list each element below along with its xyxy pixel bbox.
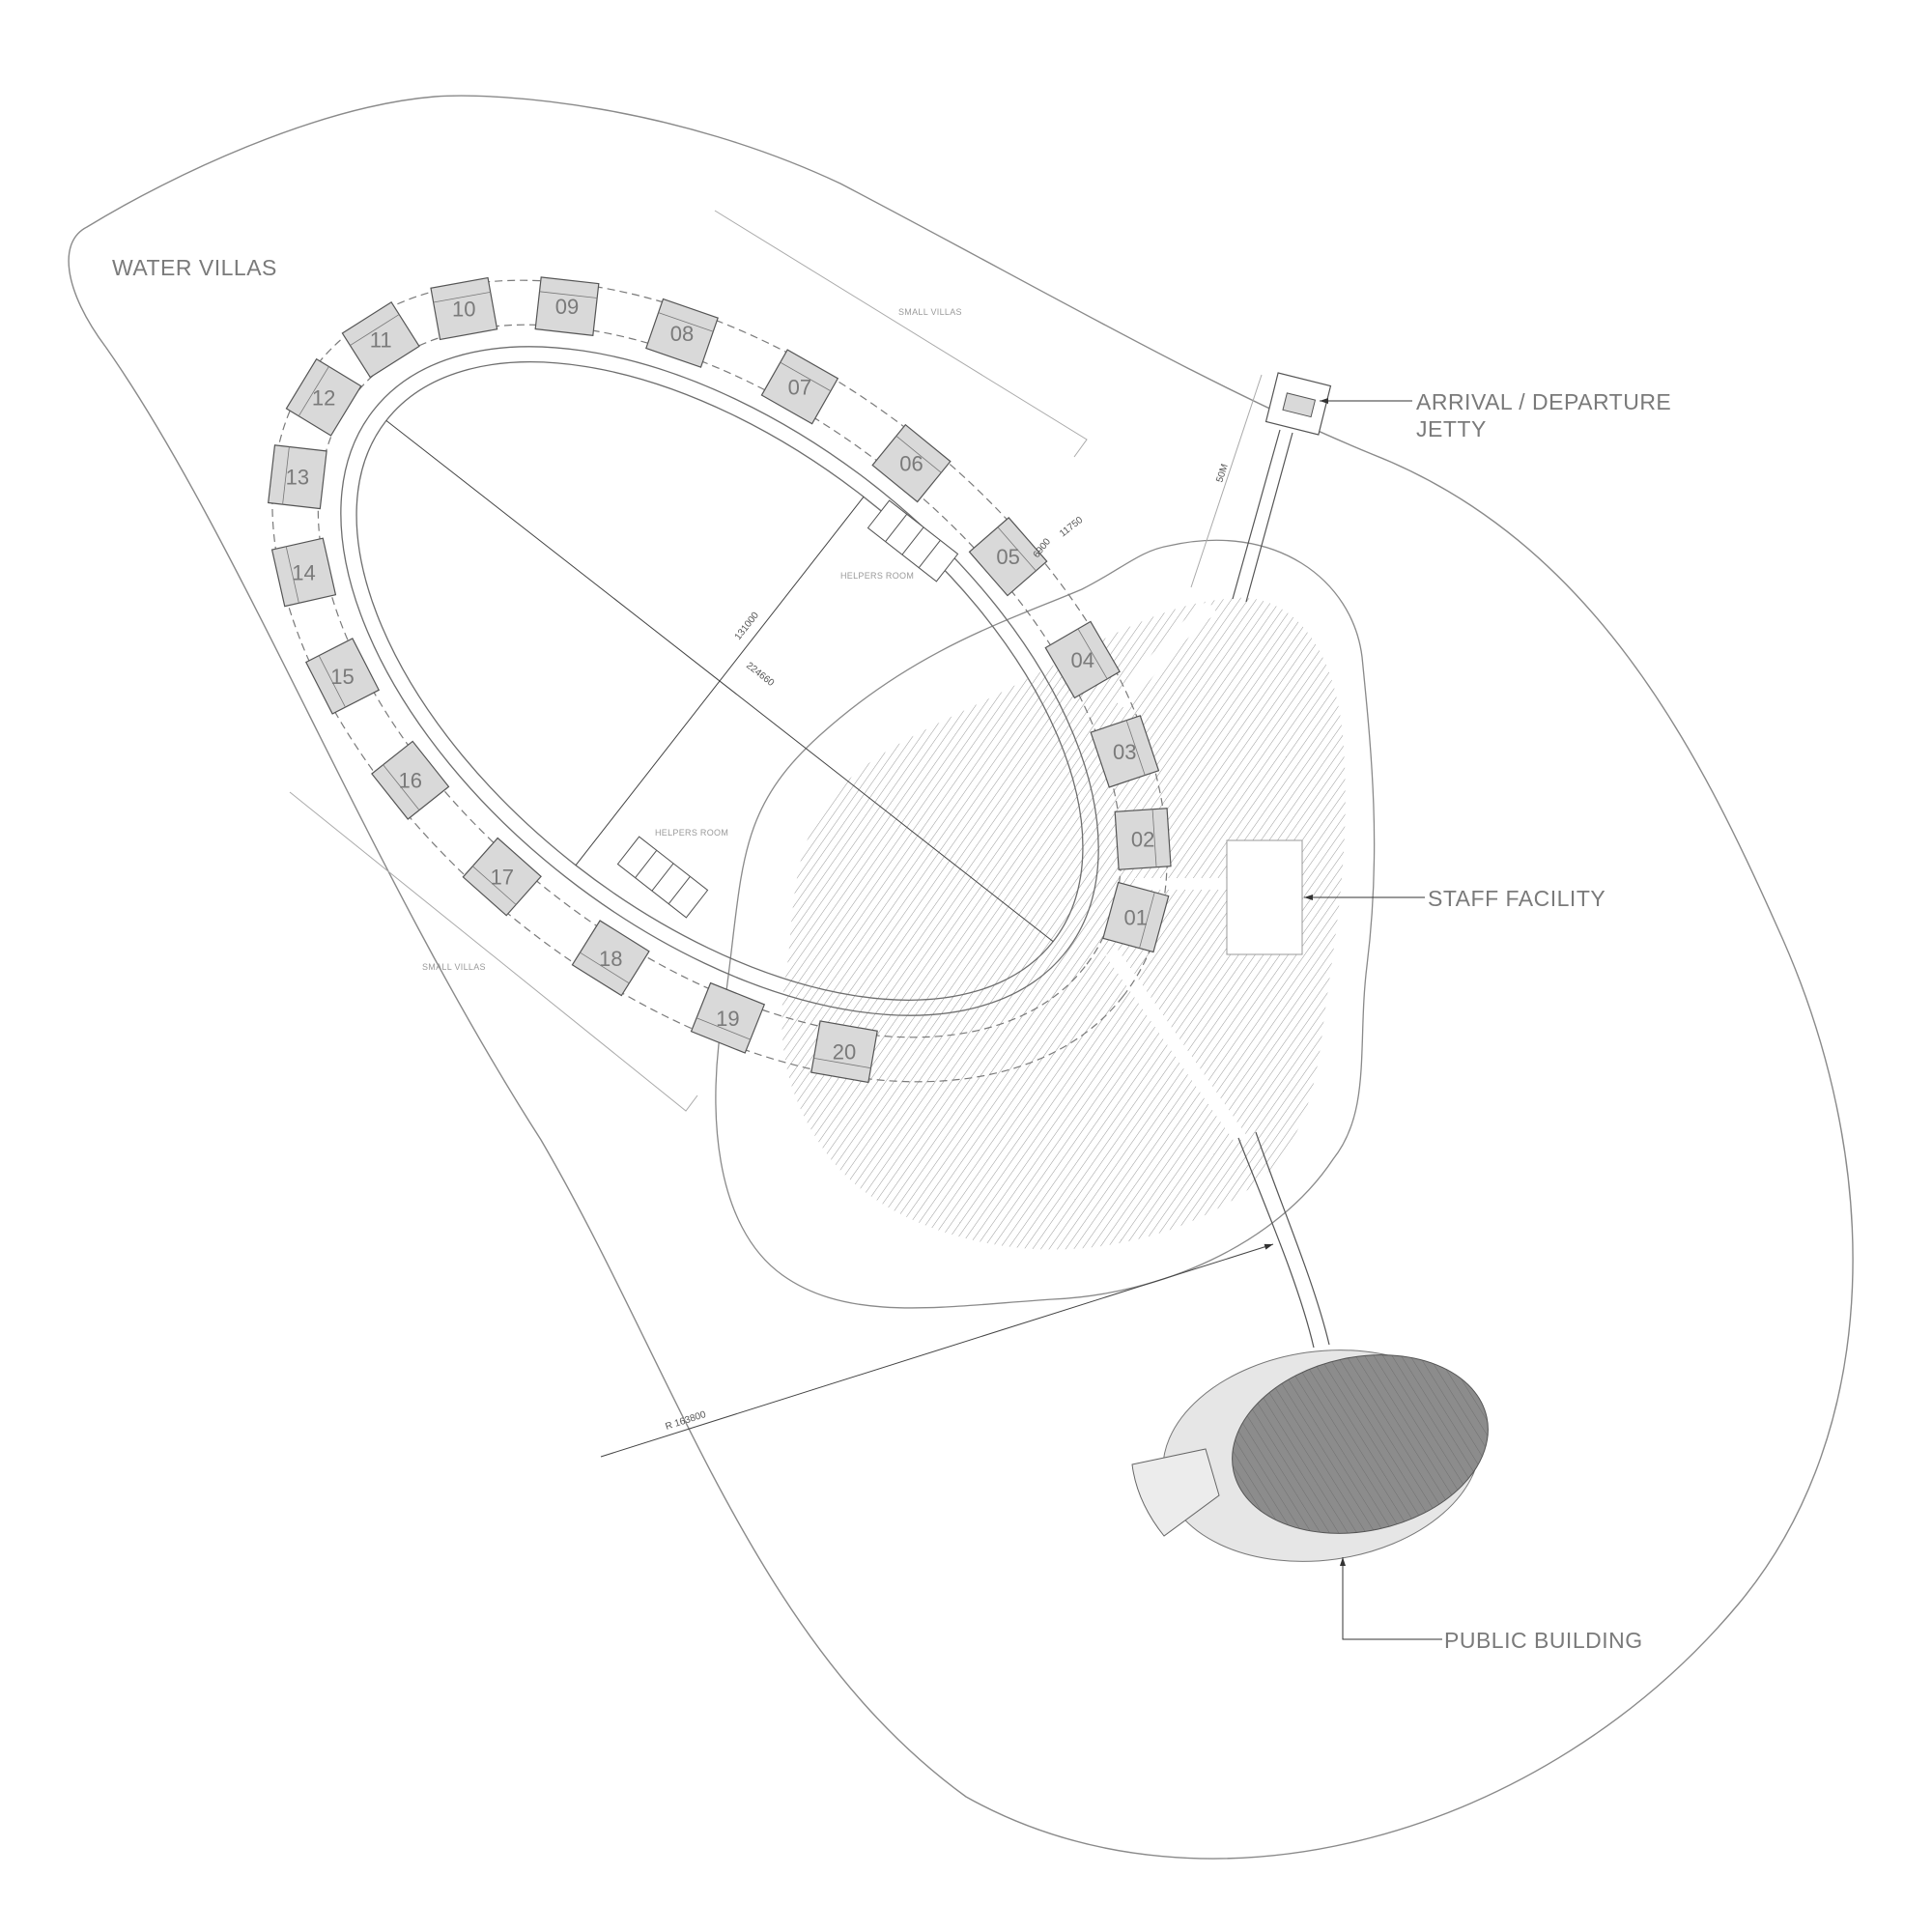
villa-11 bbox=[341, 301, 420, 379]
public-leader bbox=[1340, 1557, 1442, 1640]
villa-16 bbox=[371, 740, 450, 820]
villa-17 bbox=[462, 837, 542, 917]
villa-number-01: 01 bbox=[1124, 906, 1148, 930]
radius-leader bbox=[600, 1243, 1274, 1458]
helpers-room-bottom bbox=[616, 836, 709, 919]
helpers-room-top bbox=[867, 499, 959, 582]
small-villas-bracket-bottom bbox=[289, 791, 698, 1112]
walkway-width-dim: 6900 bbox=[1032, 536, 1054, 560]
small-villas-label-bottom: SMALL VILLAS bbox=[422, 962, 486, 972]
villa-number-03: 03 bbox=[1113, 740, 1136, 764]
villa-06 bbox=[871, 423, 952, 503]
lagoon-outline bbox=[68, 95, 1854, 1860]
villa-08 bbox=[645, 298, 719, 368]
minor-axis-dim: 131000 bbox=[733, 610, 761, 641]
water-villas-label: WATER VILLAS bbox=[112, 255, 277, 280]
villa-01 bbox=[1102, 881, 1170, 953]
villa-13 bbox=[268, 444, 327, 510]
villa-number-04: 04 bbox=[1070, 648, 1094, 672]
minor-axis-line bbox=[575, 496, 865, 867]
villa-15 bbox=[304, 638, 381, 715]
villa-18 bbox=[571, 920, 650, 997]
villa-10 bbox=[430, 276, 498, 341]
villa-number-19: 19 bbox=[716, 1007, 739, 1031]
villa-number-17: 17 bbox=[490, 866, 513, 890]
villa-number-06: 06 bbox=[899, 452, 923, 476]
arrival-jetty-label-line2: JETTY bbox=[1416, 416, 1487, 441]
villa-07 bbox=[760, 349, 839, 425]
small-villas-bracket-top bbox=[714, 210, 1088, 458]
villa-number-02: 02 bbox=[1131, 828, 1154, 852]
villa-05 bbox=[968, 516, 1048, 597]
arrival-jetty bbox=[1190, 372, 1332, 603]
staff-facility-building bbox=[1226, 839, 1303, 955]
villa-number-11: 11 bbox=[370, 328, 392, 353]
villa-20 bbox=[810, 1020, 878, 1084]
villa-number-15: 15 bbox=[330, 665, 354, 689]
arrival-jetty-label-line1: ARRIVAL / DEPARTURE bbox=[1416, 389, 1672, 414]
island-outline bbox=[715, 539, 1376, 1309]
villa-12 bbox=[285, 357, 362, 437]
villa-02 bbox=[1114, 808, 1172, 870]
jetty-length-dim: 50M bbox=[1214, 463, 1230, 484]
villa-number-20: 20 bbox=[833, 1040, 856, 1065]
public-building-label: PUBLIC BUILDING bbox=[1444, 1628, 1643, 1653]
villa-number-09: 09 bbox=[555, 295, 579, 319]
villa-number-13: 13 bbox=[286, 466, 309, 490]
walkway-outer-edge bbox=[340, 346, 1099, 1016]
villa-19 bbox=[690, 981, 766, 1054]
villa-number-08: 08 bbox=[670, 322, 694, 346]
villa-number-12: 12 bbox=[312, 385, 335, 410]
staff-facility-label: STAFF FACILITY bbox=[1428, 886, 1606, 911]
villa-number-05: 05 bbox=[996, 545, 1019, 569]
villa-09 bbox=[534, 276, 600, 336]
water-villas-group: 01 02 03 04 05 06 07 08 09 10 11 12 13 14 15 16 17 18 19 20 bbox=[268, 276, 1172, 1084]
villa-number-07: 07 bbox=[788, 375, 811, 399]
helpers-room-label-bottom: HELPERS ROOM bbox=[655, 828, 729, 838]
villa-depth-dim: 11750 bbox=[1058, 515, 1085, 540]
villa-number-18: 18 bbox=[599, 947, 622, 971]
villa-04 bbox=[1044, 620, 1121, 699]
villa-number-16: 16 bbox=[398, 769, 421, 793]
radius-dim: R 163800 bbox=[665, 1409, 708, 1433]
small-villas-label-top: SMALL VILLAS bbox=[898, 307, 962, 317]
villa-number-10: 10 bbox=[452, 298, 475, 322]
villa-number-14: 14 bbox=[292, 560, 315, 584]
public-building bbox=[1131, 1350, 1489, 1562]
public-building-walkway bbox=[1237, 1131, 1330, 1349]
villa-14 bbox=[270, 537, 337, 608]
villa-03 bbox=[1090, 715, 1160, 788]
major-axis-dim: 224660 bbox=[744, 661, 776, 689]
helpers-room-label-top: HELPERS ROOM bbox=[840, 571, 915, 581]
